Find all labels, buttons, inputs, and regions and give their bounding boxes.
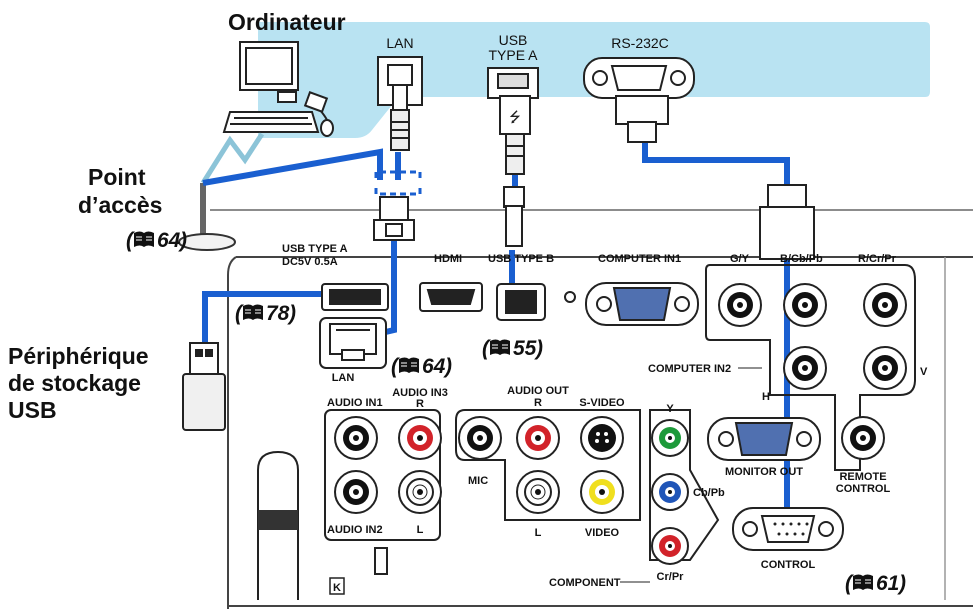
component-label: COMPONENT (549, 577, 621, 589)
audio-in2-label: AUDIO IN2 (327, 524, 383, 536)
cb-pb-label: Cb/Pb (693, 487, 725, 499)
book-icon (242, 304, 264, 321)
audio-out-l-label: L (535, 527, 542, 539)
computer-label: Ordinateur (228, 9, 346, 35)
mic-label: MIC (468, 475, 488, 487)
svg-text:): ) (534, 337, 543, 360)
h-label: H (762, 391, 770, 403)
audio-in3-l-label: L (417, 524, 424, 536)
ref-control-num: 61 (876, 572, 899, 595)
book-icon (398, 357, 420, 374)
audio-in3-label: AUDIO IN3 (392, 387, 448, 399)
hdmi-port (419, 282, 483, 312)
usb-type-a-label-2: DC5V 0.5A (282, 256, 338, 268)
svg-text:(: ( (235, 302, 244, 325)
computer-in1-port (585, 282, 699, 326)
audio-in1-label: AUDIO IN1 (327, 397, 383, 409)
computer-icon (222, 41, 334, 137)
book-icon (489, 339, 511, 356)
remote-control-label-2: CONTROL (836, 483, 891, 495)
lock-icon: K (329, 577, 345, 595)
serial-plug-icon (583, 57, 815, 260)
usb-b-port (496, 283, 546, 321)
ref-usb-b-num: 55 (513, 337, 537, 360)
usb-drive-icon (182, 342, 226, 431)
ref-access-point-num: 64 (157, 229, 181, 252)
s-video-label: S-VIDEO (579, 397, 625, 409)
computer-in2-label: COMPUTER IN2 (648, 363, 731, 375)
svg-text:): ) (178, 229, 187, 252)
component-block (705, 264, 916, 471)
usb-a-port (321, 283, 389, 311)
top-rs232-label: RS-232C (611, 35, 669, 51)
bcbpb-label: B/Cb/Pb (780, 253, 823, 265)
ref-lan-num: 64 (422, 355, 446, 378)
access-point-icon (178, 183, 236, 251)
video-label: VIDEO (585, 527, 620, 539)
top-usb-label-2: TYPE A (488, 47, 538, 63)
audio-out-r-label: R (534, 397, 542, 409)
svg-text:(: ( (845, 572, 854, 595)
ref-control: ( 61 ) (845, 572, 906, 595)
y-label: Y (666, 403, 674, 415)
top-usb-label-1: USB (499, 32, 528, 48)
svg-text:): ) (897, 572, 906, 595)
ref-access-point: ( 64 ) (126, 229, 187, 252)
monitor-out-port (707, 417, 821, 461)
usb-plug-icon: ⭍ (487, 67, 539, 247)
security-slot (374, 547, 388, 575)
top-lan-label: LAN (386, 35, 413, 51)
usb-type-b-label: USB TYPE B (488, 253, 554, 265)
svg-text:⭍: ⭍ (509, 109, 521, 125)
rcrpr-label: R/Cr/Pr (858, 253, 897, 265)
k-lock-label: K (333, 582, 341, 594)
stand-band (258, 510, 298, 530)
svg-text:(: ( (126, 229, 135, 252)
remote-control-label-1: REMOTE (839, 471, 886, 483)
wireless-signal (200, 132, 265, 185)
ref-usb-storage: ( 78 ) (235, 302, 296, 325)
book-icon (133, 231, 155, 248)
access-point-label-2: d’accès (78, 192, 162, 218)
svg-text:): ) (287, 302, 296, 325)
lan-port-label: LAN (332, 372, 355, 384)
cr-pr-label: Cr/Pr (657, 571, 685, 583)
ref-usb-storage-num: 78 (266, 302, 290, 325)
svg-text:(: ( (391, 355, 400, 378)
usb-storage-label-3: USB (8, 397, 57, 423)
component-video-block (649, 409, 720, 561)
access-point-label-1: Point (88, 164, 146, 190)
audio-out-block (455, 409, 641, 521)
svg-text:): ) (443, 355, 452, 378)
svg-text:(: ( (482, 337, 491, 360)
control-port (732, 507, 844, 551)
lan-port (319, 317, 387, 369)
control-label: CONTROL (761, 559, 816, 571)
book-icon (852, 574, 874, 591)
usb-storage-label-1: Périphérique (8, 343, 149, 369)
audio-in-block (324, 409, 441, 541)
audio-in3-r-label: R (416, 398, 424, 410)
usb-type-a-label-1: USB TYPE A (282, 243, 348, 255)
gy-label: G/Y (730, 253, 750, 265)
lan-plug-icon (377, 56, 423, 151)
usb-storage-label-2: de stockage (8, 370, 141, 396)
audio-out-label: AUDIO OUT (507, 385, 569, 397)
hdmi-label: HDMI (434, 253, 462, 265)
lan-connector-lower (373, 196, 415, 241)
monitor-out-label: MONITOR OUT (725, 466, 803, 478)
v-label: V (920, 366, 928, 378)
computer-in1-label: COMPUTER IN1 (598, 253, 681, 265)
ref-lan: ( 64 ) (391, 355, 452, 378)
ref-usb-b: ( 55 ) (482, 337, 543, 360)
